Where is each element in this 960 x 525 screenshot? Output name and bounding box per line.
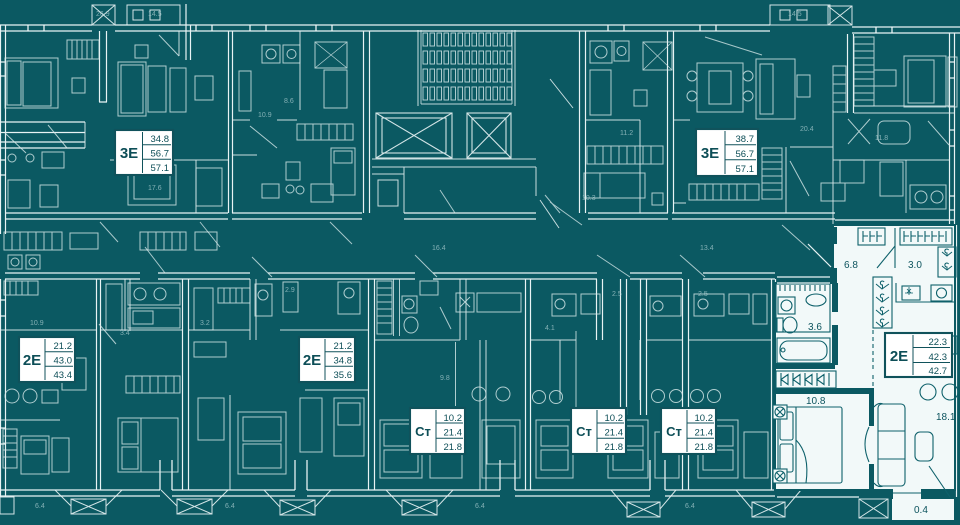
svg-text:Ст: Ст: [415, 424, 431, 439]
svg-text:13.4: 13.4: [700, 245, 714, 252]
svg-text:6.8: 6.8: [844, 260, 858, 271]
svg-text:2Е: 2Е: [890, 348, 908, 365]
svg-text:6.4: 6.4: [685, 503, 695, 510]
svg-text:10.2: 10.2: [695, 413, 714, 424]
svg-text:21.2: 21.2: [334, 341, 353, 352]
svg-text:10.2: 10.2: [605, 413, 624, 424]
svg-text:11.2: 11.2: [620, 130, 633, 137]
svg-text:43.0: 43.0: [54, 356, 73, 367]
svg-text:8.6: 8.6: [284, 98, 294, 105]
svg-text:0.4: 0.4: [914, 505, 928, 516]
svg-text:21.4: 21.4: [695, 428, 714, 439]
svg-text:34.8: 34.8: [151, 134, 170, 145]
svg-text:10.9: 10.9: [258, 112, 272, 119]
svg-text:Ст: Ст: [576, 424, 592, 439]
svg-text:21.8: 21.8: [605, 442, 624, 453]
svg-text:42.7: 42.7: [929, 366, 948, 377]
svg-text:38.7: 38.7: [736, 134, 755, 145]
svg-text:2Е: 2Е: [303, 352, 321, 369]
svg-text:21.4: 21.4: [444, 428, 463, 439]
svg-text:3.6: 3.6: [808, 322, 822, 333]
svg-text:2Е: 2Е: [23, 352, 41, 369]
svg-text:3Е: 3Е: [701, 145, 719, 162]
svg-text:42.3: 42.3: [929, 352, 948, 363]
svg-text:56.7: 56.7: [736, 149, 755, 160]
svg-text:11.8: 11.8: [875, 135, 888, 142]
svg-text:43.4: 43.4: [54, 370, 73, 381]
svg-text:2.5: 2.5: [612, 291, 622, 298]
svg-text:6.4: 6.4: [475, 503, 485, 510]
svg-text:4.1: 4.1: [545, 325, 555, 332]
svg-text:3.2: 3.2: [200, 320, 210, 327]
svg-text:57.1: 57.1: [151, 163, 170, 174]
svg-text:20.4: 20.4: [800, 126, 814, 133]
svg-text:21.8: 21.8: [695, 442, 714, 453]
svg-text:3.4: 3.4: [120, 330, 130, 337]
svg-text:3.0: 3.0: [908, 260, 922, 271]
svg-text:Ст: Ст: [666, 424, 682, 439]
svg-text:14.5: 14.5: [148, 11, 162, 18]
svg-text:6.4: 6.4: [225, 503, 235, 510]
svg-text:22.3: 22.3: [929, 337, 948, 348]
svg-text:21.2: 21.2: [54, 341, 73, 352]
svg-text:6.4: 6.4: [35, 503, 45, 510]
svg-text:21.8: 21.8: [444, 442, 463, 453]
svg-text:34.8: 34.8: [334, 356, 353, 367]
svg-text:10.3: 10.3: [582, 195, 596, 202]
svg-text:16.4: 16.4: [432, 245, 446, 252]
svg-text:2.5: 2.5: [698, 291, 708, 298]
svg-text:57.1: 57.1: [736, 164, 755, 175]
svg-text:21.4: 21.4: [605, 428, 624, 439]
svg-text:10.2: 10.2: [444, 413, 463, 424]
svg-text:9.8: 9.8: [440, 375, 450, 382]
svg-text:10.9: 10.9: [30, 320, 44, 327]
svg-text:18.1: 18.1: [936, 412, 956, 423]
svg-text:17.6: 17.6: [148, 185, 162, 192]
svg-text:56.7: 56.7: [151, 149, 170, 160]
svg-text:35.6: 35.6: [334, 370, 353, 381]
svg-text:10.8: 10.8: [806, 396, 826, 407]
svg-text:14.5: 14.5: [788, 11, 802, 18]
svg-text:26.9: 26.9: [96, 11, 110, 18]
svg-text:2.9: 2.9: [285, 287, 295, 294]
svg-text:3Е: 3Е: [120, 145, 138, 162]
